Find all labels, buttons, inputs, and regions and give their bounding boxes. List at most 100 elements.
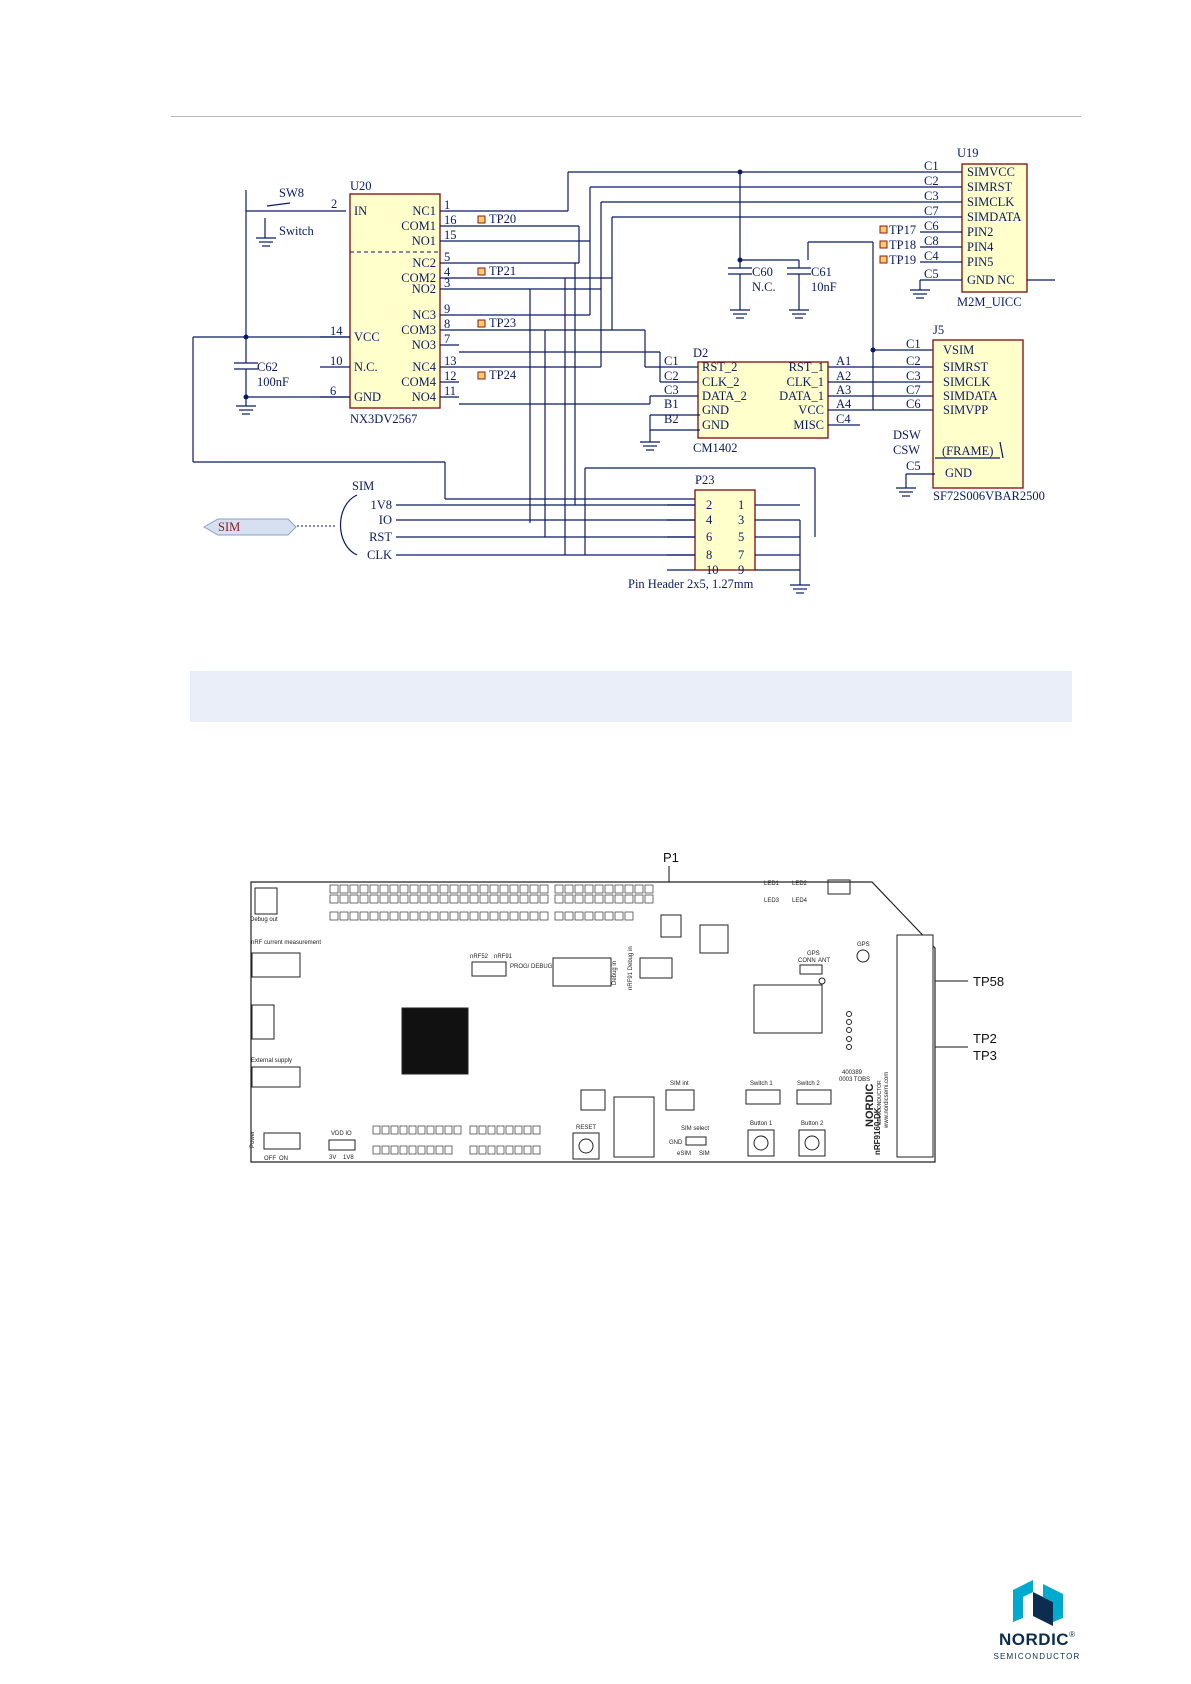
d2-ref: D2 <box>693 346 708 360</box>
c60-ref: C60 <box>752 265 773 279</box>
u20-pin-num-7: 7 <box>444 332 450 346</box>
board-diagram: P1 TP58 TP2 TP3 Debug out nRF current me… <box>250 850 1004 1163</box>
sim-select-switch <box>685 1136 707 1146</box>
nrf91-debug-connector <box>639 957 673 979</box>
sw8-ref: SW8 <box>279 186 304 200</box>
external-supply-header <box>251 1066 301 1088</box>
d2-left-pin-0: C1 <box>664 354 679 368</box>
j5-pin-c-4: C6 <box>906 397 921 411</box>
label-prog-debug: PROG/ DEBUG <box>510 964 553 970</box>
d2-right-pin-3: A4 <box>836 397 852 411</box>
label-gnd-sim: GND <box>669 1140 683 1146</box>
callout-p1: P1 <box>663 850 679 865</box>
label-external-supply: External supply <box>251 1058 292 1064</box>
sim-signal-clk: CLK <box>367 548 392 562</box>
sw8-label: Switch <box>279 224 314 238</box>
sim-card-holder <box>613 1096 655 1158</box>
j5-pin-name-3: SIMDATA <box>943 389 998 403</box>
label-debug-out: Debug out <box>250 917 278 923</box>
u19-tp-4: TP17 <box>889 223 916 237</box>
d2-right-pin-0: A1 <box>836 354 851 368</box>
u20-pin-num-13: 13 <box>444 354 457 368</box>
label-esim: eSIM <box>677 1151 691 1157</box>
label-led4: LED4 <box>792 898 808 904</box>
label-conn: CONN <box>798 958 816 964</box>
p23-left-6: 6 <box>706 530 712 544</box>
u19-pin-name-5: PIN4 <box>967 240 994 254</box>
u20-pin-name-nc2: NC2 <box>412 256 436 270</box>
d2-right-name-4: MISC <box>793 418 824 432</box>
j5-pin-name-0: VSIM <box>943 343 974 357</box>
u20-pin-num-12: 12 <box>444 369 457 383</box>
u19-pin-name-3: SIMDATA <box>967 210 1022 224</box>
u20-part: NX3DV2567 <box>350 412 417 426</box>
sw8-pin: 2 <box>331 197 337 211</box>
label-sim-int: SIM int <box>670 1081 689 1087</box>
c62-ref: C62 <box>257 360 278 374</box>
switch2 <box>796 1089 832 1105</box>
u19-pin-c-0: C1 <box>924 159 939 173</box>
u20-pin-num-8: 8 <box>444 317 450 331</box>
p23-right-5: 5 <box>738 530 744 544</box>
d2-part: CM1402 <box>693 441 737 455</box>
j5-csw: CSW <box>893 443 920 457</box>
label-button1: Button 1 <box>750 1121 773 1127</box>
label-switch2: Switch 2 <box>797 1081 820 1087</box>
label-led3: LED3 <box>764 898 780 904</box>
d2-left-pin-1: C2 <box>664 369 679 383</box>
d2-right-name-0: RST_1 <box>789 360 824 374</box>
u19-ref: U19 <box>957 146 979 160</box>
d2-left-name-1: CLK_2 <box>702 375 740 389</box>
logo-word: NORDIC <box>999 1630 1070 1649</box>
c61-value: 10nF <box>811 280 837 294</box>
j5-ref: J5 <box>933 323 944 337</box>
sim-signal-io: IO <box>379 513 392 527</box>
u20-pin-name-vcc: VCC <box>354 330 380 344</box>
u20-pin-name-no3: NO3 <box>412 338 436 352</box>
label-led2: LED2 <box>792 881 808 887</box>
u20-body <box>349 193 441 409</box>
j5-gnd: GND <box>945 466 972 480</box>
sim-bus-title: SIM <box>352 479 374 493</box>
sim-port <box>202 518 297 536</box>
j5-frame: (FRAME) <box>942 444 993 458</box>
label-ant: ANT <box>818 958 830 964</box>
power-switch <box>263 1132 301 1150</box>
label-nrf-current: nRF current measurement <box>251 940 321 946</box>
u20-pin-name-nc: N.C. <box>354 360 378 374</box>
button1 <box>747 1129 775 1157</box>
u20-pin-num-5: 5 <box>444 250 450 264</box>
j5-c5: C5 <box>906 459 921 473</box>
u19-pin-name-1: SIMRST <box>967 180 1013 194</box>
u1-chip <box>699 924 729 954</box>
tp24: TP24 <box>477 368 517 382</box>
label-sim: SIM <box>699 1151 710 1157</box>
label-off: OFF <box>264 1156 276 1162</box>
label-pca2: 0003 TOBS <box>839 1077 870 1083</box>
tp21: TP21 <box>477 264 516 278</box>
current-jumper <box>251 952 301 978</box>
u20-pin-name-gnd: GND <box>354 390 381 404</box>
j5-part: SF72S006VBAR2500 <box>933 489 1045 503</box>
u20-pin-num-16: 16 <box>444 213 457 227</box>
d2-right-name-1: CLK_1 <box>787 375 825 389</box>
board-outline <box>250 881 936 1163</box>
u20-pin-num-4: 4 <box>444 265 451 279</box>
d2-left-pin-2: C3 <box>664 383 679 397</box>
u19-pins: SIMVCCC1SIMRSTC2SIMCLKC3SIMDATAC7PIN2C6T… <box>879 159 1022 287</box>
d2-right-name-3: VCC <box>798 403 824 417</box>
c60-value: N.C. <box>752 280 776 294</box>
u19-pin-c-3: C7 <box>924 204 939 218</box>
d2-right-pin-4: C4 <box>836 412 851 426</box>
u20-ref: U20 <box>350 179 372 193</box>
p23-left-8: 8 <box>706 548 712 562</box>
gps-connector <box>856 949 870 963</box>
sim-port-label: SIM <box>218 520 240 534</box>
u20-pin-num-3: 3 <box>444 276 450 290</box>
u20-pin-num-9: 9 <box>444 302 450 316</box>
u19-pin-c-5: C8 <box>924 234 939 248</box>
